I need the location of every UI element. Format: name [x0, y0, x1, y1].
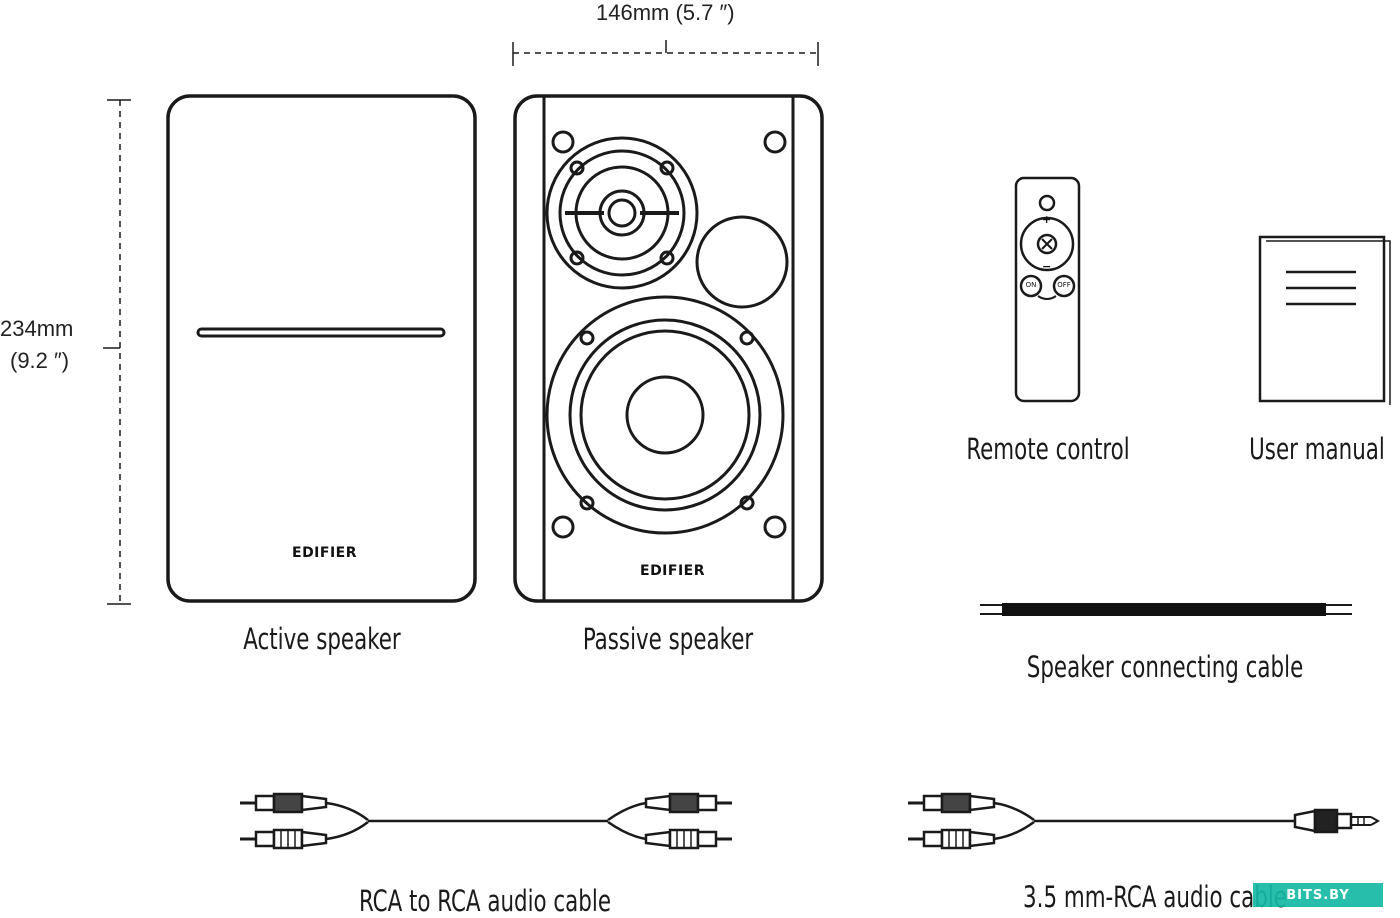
width-mm-text: 146mm — [596, 0, 670, 25]
active-speaker-drawing — [166, 94, 477, 603]
height-mm-text: 234mm — [0, 316, 74, 341]
remote-plus-icon: + — [1042, 213, 1052, 226]
active-speaker-brand-logo: EDIFIER — [292, 545, 358, 561]
width-inch-text: (5.7 ″) — [675, 0, 735, 25]
caption-aux-cable: 3.5 mm-RCA audio cable — [1023, 880, 1287, 914]
caption-rca-cable: RCA to RCA audio cable — [358, 884, 611, 918]
height-inch-text: (9.2 ″) — [10, 348, 70, 373]
aux-cable-drawing — [908, 792, 1381, 850]
caption-active-speaker: Active speaker — [243, 622, 401, 656]
height-dimension-line — [103, 99, 131, 605]
caption-passive-speaker: Passive speaker — [582, 622, 754, 656]
passive-speaker-drawing — [513, 94, 824, 603]
remote-off-button-label: OFF — [1057, 281, 1071, 289]
caption-user-manual: User manual — [1249, 432, 1385, 466]
width-dimension-line — [512, 40, 819, 66]
caption-remote-control: Remote control — [966, 432, 1130, 466]
passive-speaker-brand-logo: EDIFIER — [640, 563, 706, 579]
width-dimension-label: 146mm (5.7 ″) — [596, 0, 735, 26]
user-manual-drawing — [1258, 235, 1391, 405]
speaker-cable-drawing — [980, 603, 1352, 616]
watermark-badge: BITS.BY — [1253, 883, 1383, 907]
caption-speaker-cable: Speaker connecting cable — [1026, 650, 1304, 684]
remote-on-button-label: ON — [1025, 281, 1037, 289]
rca-cable-drawing — [240, 792, 732, 850]
remote-minus-icon: − — [1042, 260, 1052, 273]
remote-control-drawing — [1014, 176, 1081, 403]
